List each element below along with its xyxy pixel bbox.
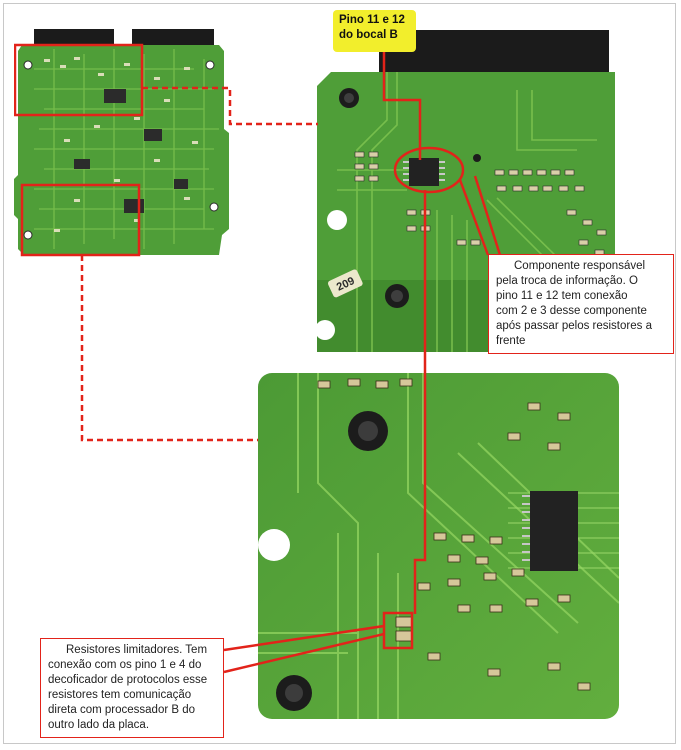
resistors-callout-line-1: Resistores limitadores. Tem xyxy=(66,644,208,656)
resistors-callout-line-6: outro lado da placa. xyxy=(48,719,150,731)
resistors-callout-line-4: resistores tem comunicação xyxy=(48,689,192,701)
resistors-callout: Resistores limitadores. Tem conexão com … xyxy=(40,638,224,738)
pins-label-line-1: Pino 11 e 12 xyxy=(339,14,405,26)
component-callout: Componente responsável pela troca de inf… xyxy=(488,254,674,354)
resistors-callout-line-2: conexão com os pino 1 e 4 do xyxy=(48,659,202,671)
resistors-callout-line-3: decoficador de protocolos esse xyxy=(48,674,208,686)
figure-frame xyxy=(3,3,676,744)
component-callout-line-5: após passar pelos resistores a xyxy=(496,320,652,332)
resistors-callout-line-5: direta com processador B do xyxy=(48,704,196,716)
component-callout-line-6: frente xyxy=(496,335,526,347)
board-zoom-lower-photo xyxy=(258,373,619,719)
component-callout-line-2: pela troca de informação. O xyxy=(496,275,638,287)
board-overview-photo xyxy=(14,29,229,259)
component-callout-line-4: com 2 e 3 desse componente xyxy=(496,305,647,317)
pins-label-line-2: do bocal B xyxy=(339,29,398,41)
component-callout-line-3: pino 11 e 12 tem conexão xyxy=(496,290,628,302)
component-callout-line-1: Componente responsável xyxy=(514,260,646,272)
pins-label-tag: Pino 11 e 12 do bocal B xyxy=(333,10,416,52)
